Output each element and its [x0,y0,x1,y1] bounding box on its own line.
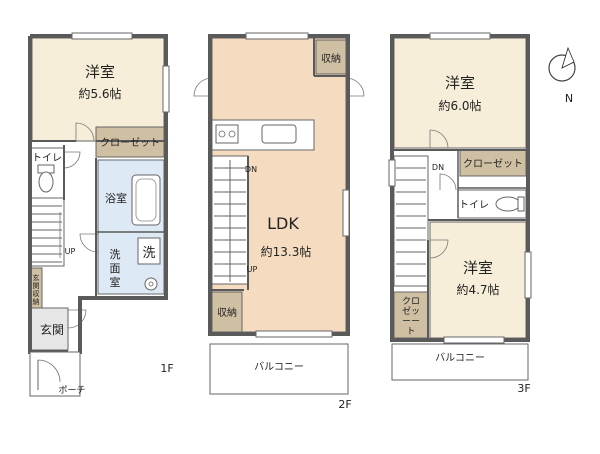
toilet-fixture-3f [495,196,525,212]
entrance-storage-char2: 関 [33,282,40,290]
entrance-storage-char3: 収 [33,290,40,298]
bedroom-1f [31,37,165,142]
window-3f-left [388,159,396,187]
closet-vertical-char2: ゼッ [402,305,420,317]
entrance-1f-label: 玄関 [40,322,64,337]
ldk-name: LDK [267,214,299,233]
stairs-dn-3f: DN [432,163,444,172]
balcony-2f-label: バルコニー [254,361,304,373]
window-3f-top [429,32,491,40]
balcony-2f [209,343,349,395]
floor-label-2f: 2F [338,398,351,411]
stairs-up-1f: UP [65,247,76,256]
toilet-1f-label: トイレ [32,153,62,164]
balcony-3f [391,343,529,381]
balcony-3f-label: バルコニー [435,352,485,364]
stairs-up-2f: UP [247,265,258,274]
bedroom-3f-bottom-name: 洋室 [463,259,493,277]
storage-top-2f [315,39,347,75]
entrance-storage-char1: 玄 [33,273,40,282]
bedroom-3f-bottom [429,221,527,339]
bedroom-3f-bottom-area: 約4.7帖 [456,282,499,297]
closet-3f [459,149,527,177]
stove-icon [215,124,239,144]
washroom-1f-char3: 室 [110,275,121,289]
door-3f-top [429,129,449,149]
door-toilet-1f [63,151,81,169]
toilet-fixture-1f [37,164,55,193]
window-3f-right [524,251,532,299]
washer-box [137,237,161,265]
ldk-area: 約13.3帖 [261,244,312,259]
bedroom-3f-top-area: 約6.0帖 [438,98,481,113]
stair-treads-1f [32,205,62,263]
closet-vertical-3f [393,291,429,339]
bedroom-3f-top-name: 洋室 [445,74,475,92]
closet-3f-label: クローゼット [463,158,523,170]
washroom-1f-char1: 洗 [110,248,121,261]
door-bedroom-1f [75,122,95,142]
floor-2f: 収納 LDK 約13.3帖 収納 バルコニー DN UP 2F [193,32,365,411]
window-2f-top [245,32,309,40]
door-3f-toilet [439,173,457,191]
door-3f-bottom [429,239,449,259]
kitchen-sink-icon [261,124,297,144]
closet-1f-label: クローゼット [100,137,160,149]
floor-1f: 洋室 約5.6帖 クローゼット トイレ 浴室 洗 面 室 洗 玄 関 収 納 玄… [28,32,174,397]
floor-label-3f: 3F [517,382,530,395]
stair-treads-3f [396,167,426,277]
floor-label-1f: 1F [160,362,173,375]
north-arrow-icon: N [548,46,576,105]
entrance-storage-char4: 納 [33,297,40,306]
bathtub-icon [131,174,161,226]
compass-label: N [565,92,573,105]
stairs-3f [393,155,429,287]
bedroom-3f-top [393,37,527,149]
window-2f-side [342,189,350,237]
floor-3f: 洋室 約6.0帖 クローゼット トイレ 洋室 約4.7帖 クロ ゼッ ーー ト … [388,32,532,395]
bedroom-1f-name: 洋室 [85,63,115,81]
bedroom-1f-area: 約5.6帖 [78,86,121,101]
window-1f-top [71,32,133,40]
toilet-3f-label: トイレ [459,200,489,211]
window-3f-bottom [443,336,505,344]
door-entrance-1f [67,309,87,329]
sink-icon [144,277,158,291]
storage-bottom-2f-label: 収納 [217,306,237,319]
bath-1f-label: 浴室 [105,191,127,205]
stairs-dn-2f: DN [245,165,257,174]
window-2f-bottom [255,330,333,338]
porch-1f-label: ポーチ [58,385,85,396]
storage-top-2f-label: 収納 [321,52,341,65]
closet-vertical-char4: ト [406,327,415,337]
washer-label: 洗 [142,246,155,261]
washroom-1f-char2: 面 [110,262,121,275]
window-1f-side [162,65,170,113]
closet-vertical-char1: クロ [402,296,420,307]
stairs-1f [29,197,65,267]
stair-treads-2f [214,160,246,282]
closet-vertical-char3: ーー [402,317,420,327]
